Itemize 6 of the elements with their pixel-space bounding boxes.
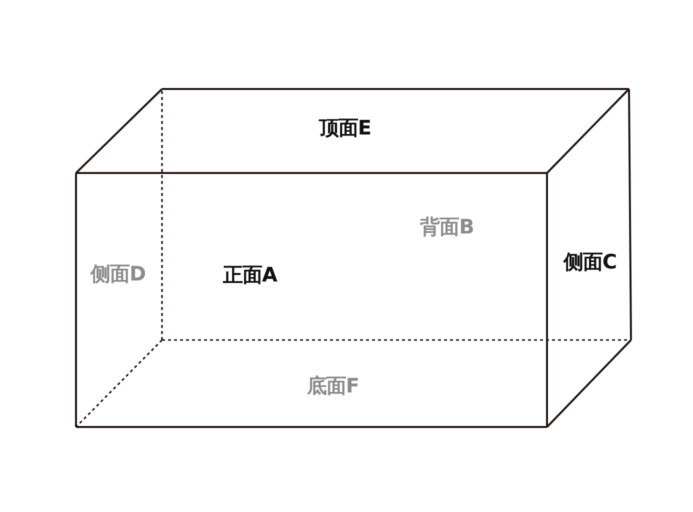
face-label: 侧面D [90,260,146,288]
face-label: 正面A [223,262,277,288]
face-label: 底面F [306,372,360,400]
face-label: 顶面E [318,114,372,142]
face-label: 背面B [420,214,474,240]
face-label: 侧面C [563,248,617,276]
